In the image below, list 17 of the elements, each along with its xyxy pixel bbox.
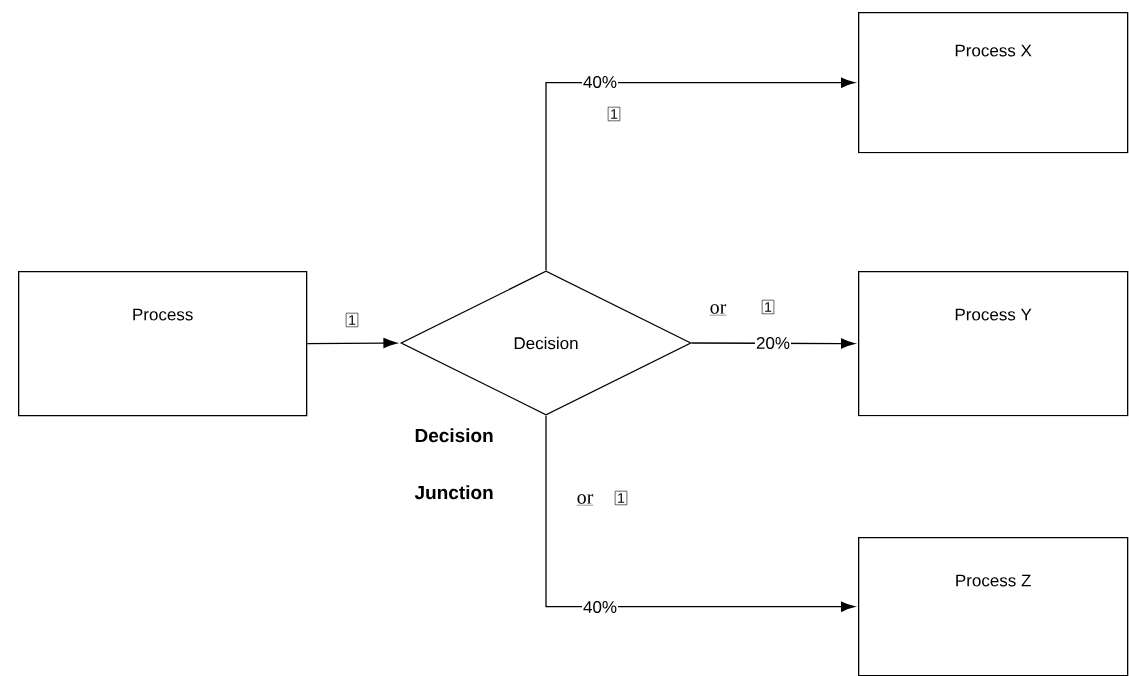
process-box: Process Z bbox=[858, 537, 1129, 676]
boxed-number: 1 bbox=[607, 106, 621, 122]
arrow bbox=[545, 77, 855, 271]
arrow bbox=[306, 338, 398, 349]
edge-label: 20% bbox=[755, 335, 791, 350]
arrow bbox=[545, 415, 855, 612]
process-box: Process Y bbox=[858, 271, 1129, 417]
edge-label: 40% bbox=[582, 74, 618, 89]
boxed-number: 1 bbox=[761, 299, 775, 315]
node-label: Decision Junction bbox=[414, 428, 493, 500]
or-label: or bbox=[576, 494, 594, 506]
edge-label: 40% bbox=[582, 599, 618, 614]
process-box: Process bbox=[18, 271, 308, 417]
or-label: or bbox=[709, 304, 727, 316]
process-box: Process X bbox=[858, 12, 1129, 154]
boxed-number: 1 bbox=[614, 490, 628, 506]
boxed-number: 1 bbox=[345, 312, 359, 328]
